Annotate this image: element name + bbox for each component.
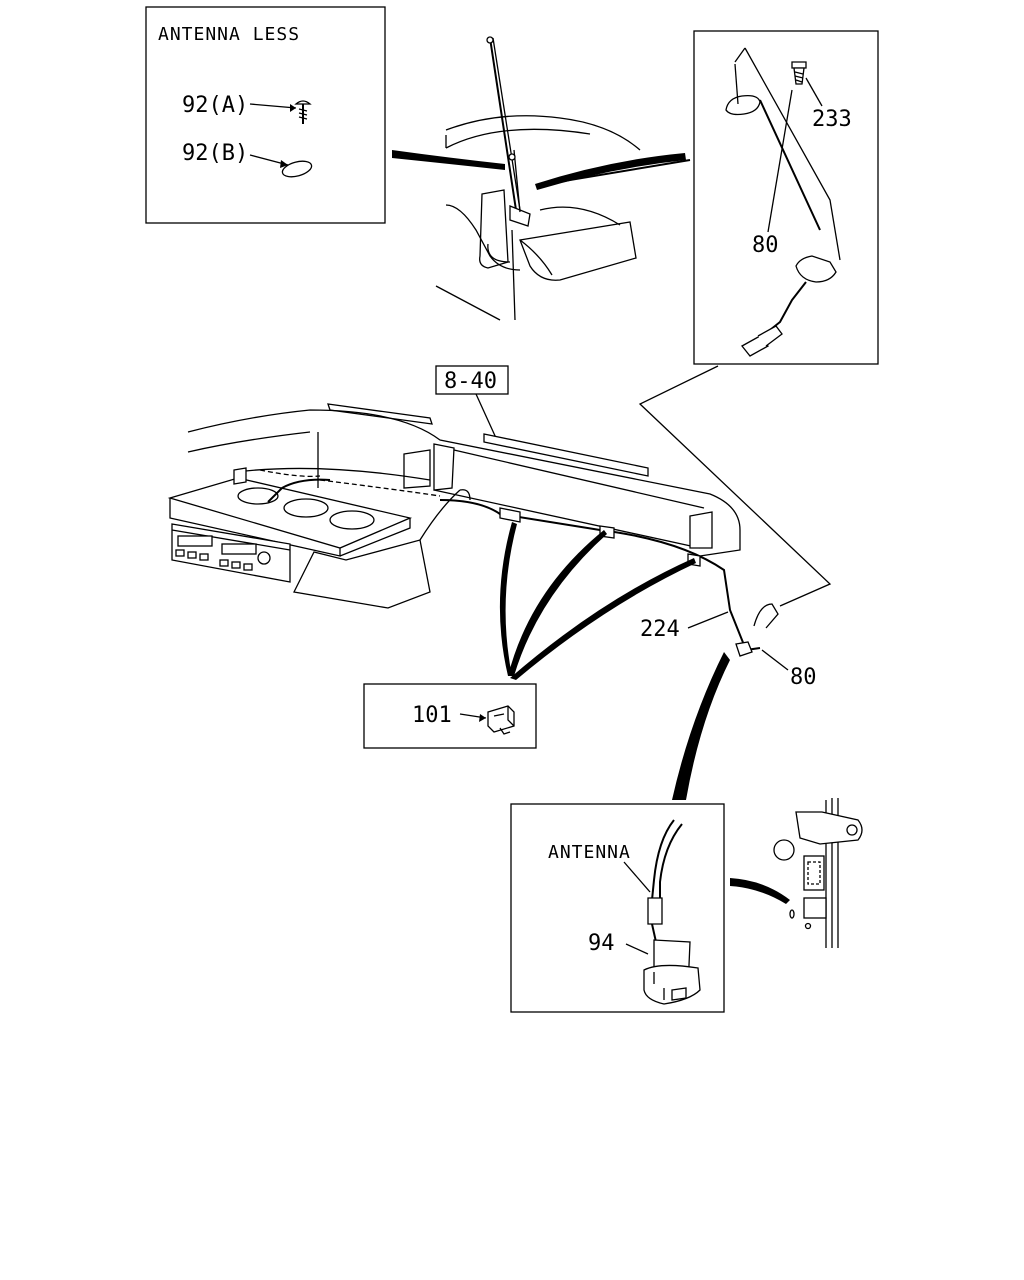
- clip-leaders: [499, 522, 696, 680]
- cable-80-label: 80: [790, 665, 817, 690]
- inset-connector: ANTENNA 94: [510, 803, 725, 1013]
- clip-101-icon: [487, 705, 515, 735]
- part-94-label: 94: [588, 931, 615, 956]
- part-233-label: 233: [812, 107, 852, 132]
- cable-224-label: 224: [640, 617, 680, 642]
- part-92a-label: 92(A): [182, 93, 248, 118]
- car-fender-illustration: [435, 36, 691, 321]
- leader-antenna-less: [392, 150, 505, 170]
- part-101-label: 101: [412, 703, 452, 728]
- part-92b-label: 92(B): [182, 141, 248, 166]
- part-80-rod-label: 80: [752, 233, 779, 258]
- leader-door: [730, 878, 790, 904]
- plug-92b-icon: [281, 160, 313, 178]
- leader-mount: [535, 153, 686, 190]
- screw-233-icon: [791, 61, 807, 85]
- mount-chain-line: [638, 365, 832, 607]
- screw-92a-icon: [294, 100, 312, 124]
- connector-94-icon: [643, 939, 701, 1005]
- door-post-illustration: [773, 798, 863, 948]
- inset-antenna-mount: 233 80: [693, 30, 879, 365]
- inset-antenna-less-title: ANTENNA LESS: [158, 24, 300, 45]
- dashboard-illustration: 8-40: [167, 365, 779, 657]
- ref-8-40-label: 8-40: [444, 369, 497, 394]
- antenna-label: ANTENNA: [548, 842, 631, 863]
- leader-connector: [672, 652, 730, 800]
- inset-antenna-less: ANTENNA LESS 92(A) 92(B): [145, 6, 386, 224]
- clip-box: 101: [363, 683, 537, 749]
